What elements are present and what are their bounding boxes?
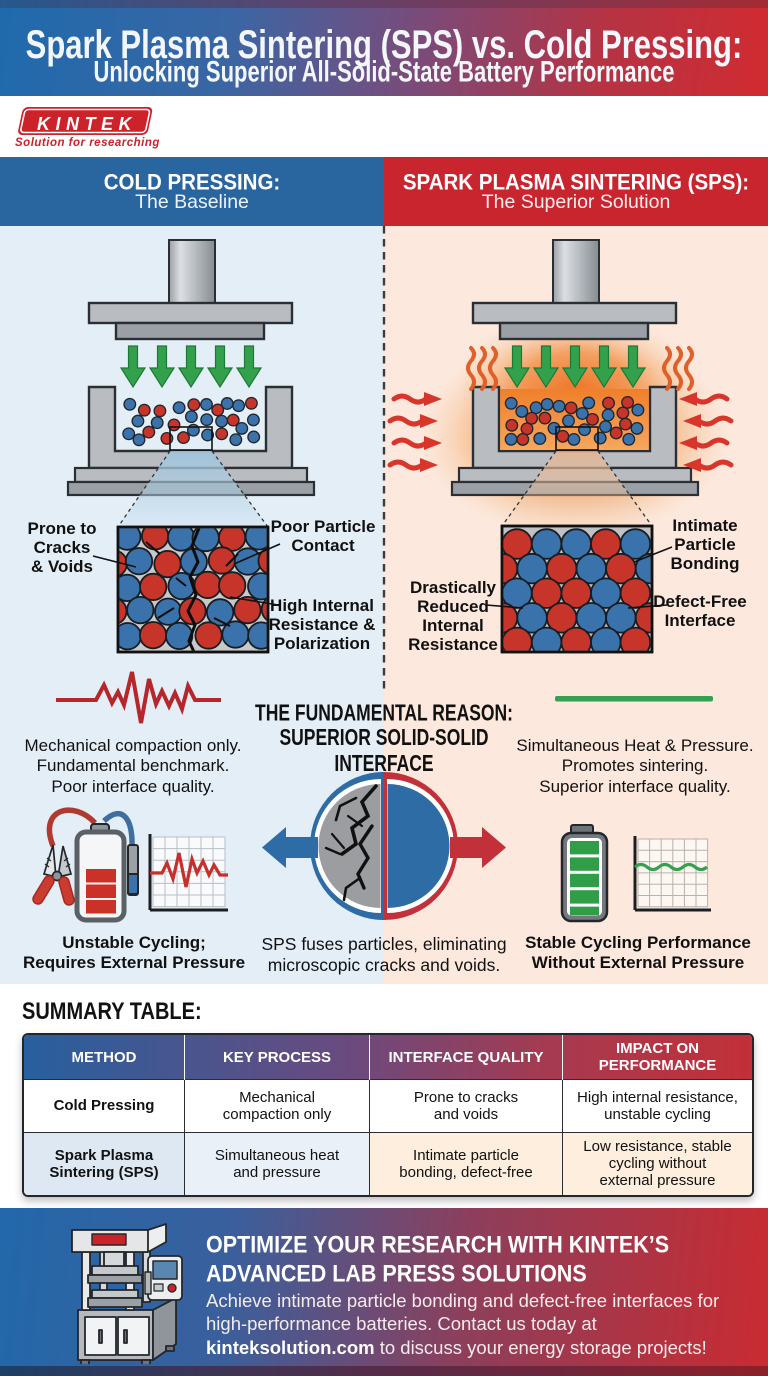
svg-text:KINTEK: KINTEK: [37, 114, 137, 134]
svg-text:Solution for researching: Solution for researching: [15, 137, 160, 149]
